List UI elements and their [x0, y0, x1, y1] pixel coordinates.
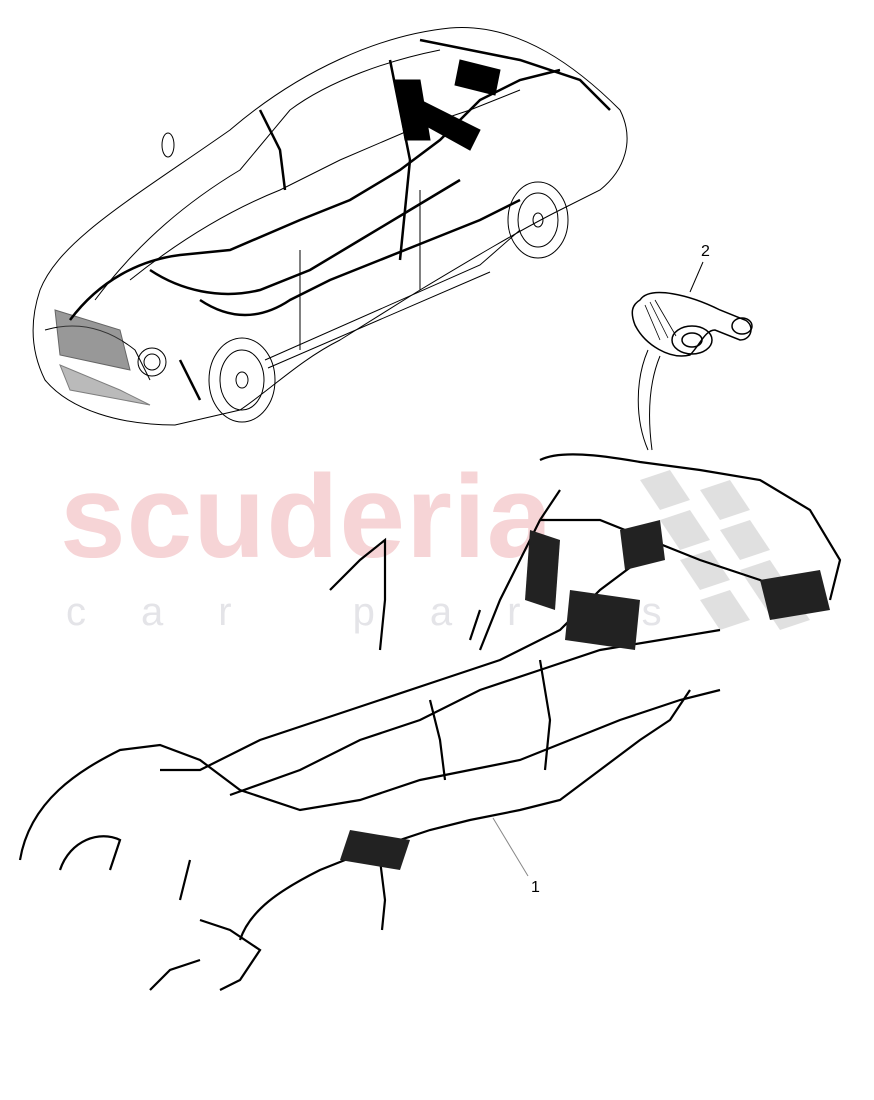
harness-assembly — [18, 453, 842, 991]
watermark-tagline: car parts — [66, 590, 717, 634]
watermark-brand: scuderia — [60, 451, 554, 583]
callout-label-2: 2 — [701, 243, 710, 260]
harness-braid-sections — [340, 520, 830, 870]
vehicle-overview — [32, 27, 628, 426]
callout-label-1: 1 — [531, 879, 540, 896]
grommet-part — [631, 261, 753, 451]
callout-1-leader — [492, 817, 529, 877]
